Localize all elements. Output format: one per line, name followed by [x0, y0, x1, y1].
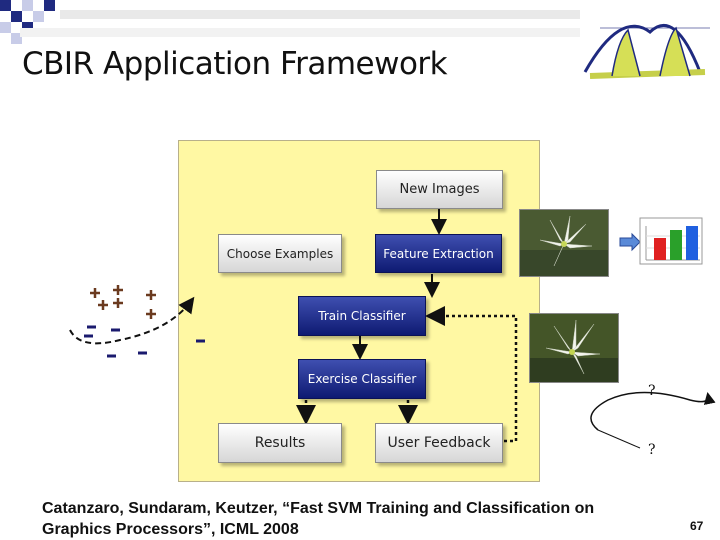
minus-sign	[84, 325, 205, 358]
choose-examples-node: Choose Examples	[218, 234, 342, 273]
flower-photo	[529, 313, 619, 383]
train-classifier-node: Train Classifier	[298, 296, 426, 336]
citation-line: Catanzaro, Sundaram, Keutzer, “Fast SVM …	[42, 500, 595, 517]
flower-photo	[519, 209, 609, 277]
user-feedback-node: User Feedback	[375, 423, 503, 463]
feature-extraction-node: Feature Extraction	[375, 234, 502, 273]
question-pointer	[597, 429, 641, 449]
examples-dashed-curve	[69, 296, 195, 345]
decision-curve	[590, 391, 716, 431]
new-images-node: New Images	[376, 170, 503, 209]
exercise-classifier-node: Exercise Classifier	[298, 359, 426, 399]
page-number: 67	[690, 519, 704, 533]
header-rule	[20, 28, 580, 37]
unknown-mark: ?	[648, 383, 656, 399]
plus-sign	[90, 285, 156, 319]
chart-arrow	[619, 232, 641, 252]
citation-line: Graphics Processors”, ICML 2008	[42, 521, 299, 538]
bridge-logo-icon	[583, 24, 710, 79]
slide-title: CBIR Application Framework	[22, 46, 448, 82]
results-node: Results	[218, 423, 342, 463]
checker-logo-icon	[0, 0, 55, 44]
header-rule	[60, 10, 580, 19]
citation: Catanzaro, Sundaram, Keutzer, “Fast SVM …	[42, 498, 594, 540]
unknown-mark: ?	[648, 442, 656, 458]
arrow-feedback-loop	[425, 306, 518, 443]
